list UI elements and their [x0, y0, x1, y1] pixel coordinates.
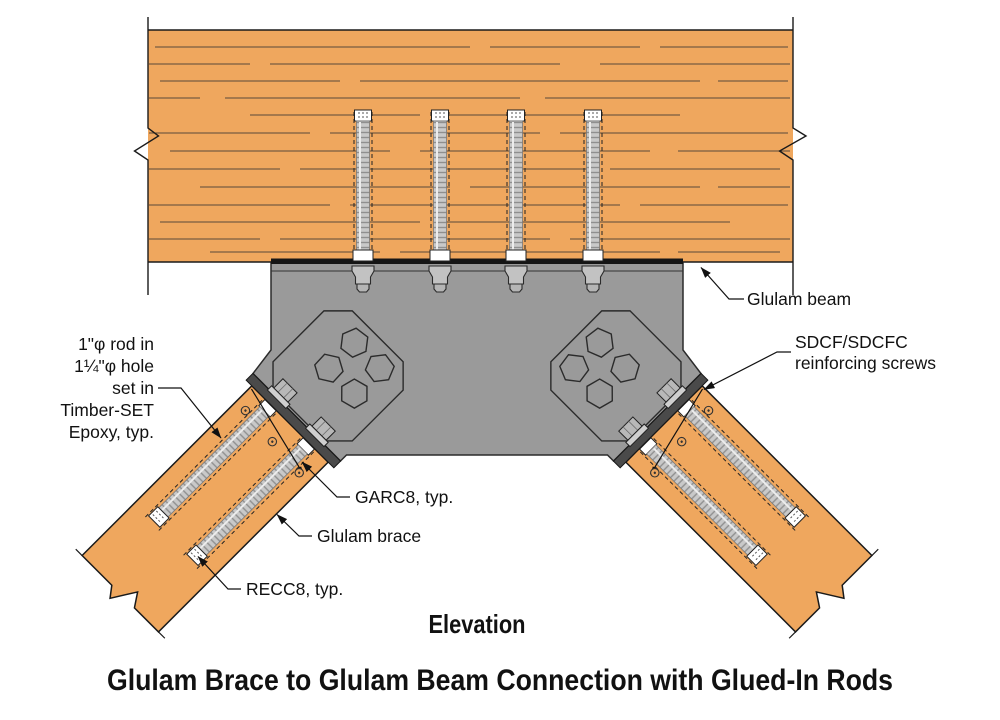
glulam-beam-label: Glulam beam: [747, 289, 851, 309]
beam-break-line-right: [778, 17, 808, 295]
leader-recc8: [197, 556, 241, 590]
rod-note-line5: Epoxy, typ.: [69, 422, 154, 442]
leader-sdcf: [703, 351, 791, 391]
leader-garc8: [301, 461, 350, 498]
callout-labels: 1"φ rod in 1¼"φ hole set in Timber-SET E…: [60, 289, 936, 599]
rod-note-line1: 1"φ rod in: [78, 334, 154, 354]
glulam-brace-label: Glulam brace: [317, 526, 421, 546]
wood-grain-lines: [149, 46, 790, 253]
beam-bearing-line: [271, 258, 683, 264]
leader-glulam-brace: [276, 514, 312, 537]
rod-note-line3: set in: [112, 378, 154, 398]
callout-leaders: [158, 267, 791, 590]
leader-rod-note: [158, 387, 222, 439]
leader-glulam-beam: [700, 267, 744, 300]
view-label: Elevation: [429, 609, 526, 639]
rod-note-line4: Timber-SET: [60, 400, 154, 420]
sdcf-label-line1: SDCF/SDCFC: [795, 332, 908, 352]
recc8-label: RECC8, typ.: [246, 579, 343, 599]
sdcf-label-line2: reinforcing screws: [795, 353, 936, 373]
glulam-beam: [133, 17, 808, 295]
drawing-title: Glulam Brace to Glulam Beam Connection w…: [107, 664, 893, 697]
beam-break-line-left: [133, 17, 160, 295]
beam-body: [148, 30, 793, 262]
rod-note-line2: 1¼"φ hole: [74, 356, 154, 376]
garc8-label: GARC8, typ.: [355, 487, 453, 507]
